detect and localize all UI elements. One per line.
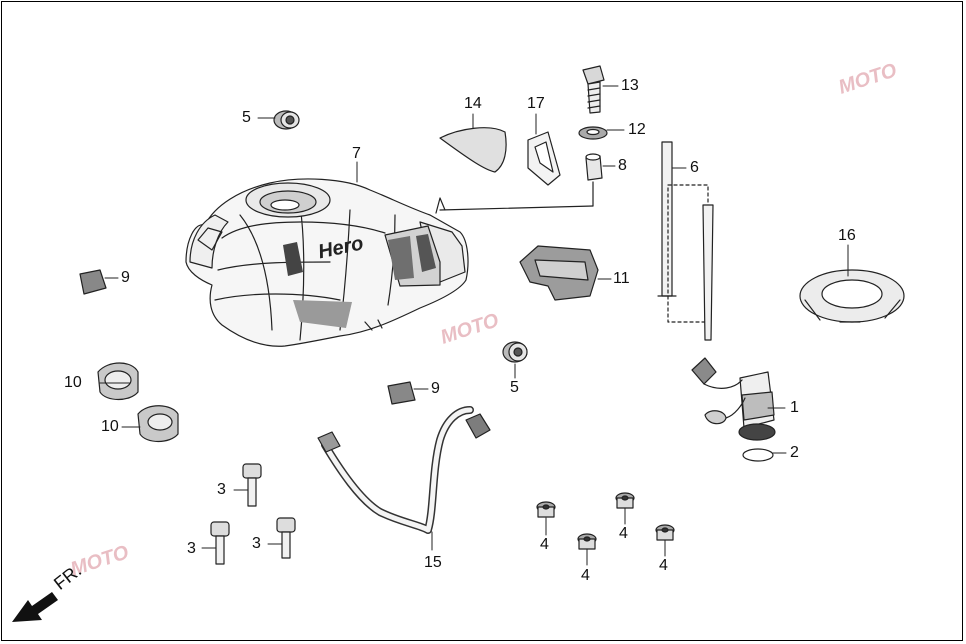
- leader-lines: [99, 85, 849, 566]
- washer-12: [578, 126, 608, 140]
- callout-4-d: 4: [659, 557, 668, 574]
- nut-4-d: [655, 524, 675, 541]
- bracket-11: [519, 245, 599, 301]
- front-direction-arrow: [12, 592, 58, 622]
- bolt-3-left: [210, 521, 230, 565]
- damper-10-bottom: [137, 405, 179, 443]
- callout-9-left: 9: [121, 269, 130, 286]
- pad-gasket: [527, 131, 561, 186]
- fuel-hose: [321, 406, 474, 534]
- hose-connector-right: [465, 413, 491, 439]
- callout-4-a: 4: [540, 536, 549, 553]
- breather-tube: [657, 141, 714, 341]
- callout-12: 12: [628, 121, 646, 138]
- damper-10-top: [97, 362, 139, 401]
- callout-7: 7: [352, 145, 361, 162]
- callout-8: 8: [618, 157, 627, 174]
- nut-4-c: [577, 533, 597, 550]
- fuel-tank: [185, 178, 469, 347]
- bolt-3-right: [276, 517, 296, 559]
- nut-4-a: [536, 501, 556, 518]
- clip-9-right: [387, 381, 416, 405]
- hose-connector-left: [317, 431, 341, 453]
- callout-6: 6: [690, 159, 699, 176]
- callout-5-middle: 5: [510, 379, 519, 396]
- fuel-pump: [691, 357, 776, 441]
- callout-11: 11: [613, 270, 630, 287]
- callout-13: 13: [621, 77, 639, 94]
- callout-3-right: 3: [252, 535, 261, 552]
- callout-10-top: 10: [64, 374, 82, 391]
- tank-cover-pad: [439, 127, 507, 173]
- callout-9-right: 9: [431, 380, 440, 397]
- nut-4-b: [615, 492, 635, 509]
- callout-16: 16: [838, 227, 856, 244]
- o-ring-2: [742, 448, 774, 462]
- callout-17: 17: [527, 95, 545, 112]
- callout-3-left: 3: [187, 540, 196, 557]
- collar-8: [585, 153, 603, 181]
- callout-4-b: 4: [619, 525, 628, 542]
- callout-15: 15: [424, 554, 442, 571]
- grommet-middle: [502, 341, 528, 363]
- callout-3-top: 3: [217, 481, 226, 498]
- callout-2: 2: [790, 444, 799, 461]
- callout-1: 1: [790, 399, 799, 416]
- callout-5-top: 5: [242, 109, 251, 126]
- callout-4-c: 4: [581, 567, 590, 584]
- clip-9-left: [79, 269, 107, 295]
- bolt-13: [582, 65, 605, 114]
- callout-14: 14: [464, 95, 482, 112]
- grommet-top: [273, 110, 300, 130]
- callout-10-bottom: 10: [101, 418, 119, 435]
- retainer-plate: [799, 269, 905, 323]
- bolt-3-top: [242, 463, 262, 507]
